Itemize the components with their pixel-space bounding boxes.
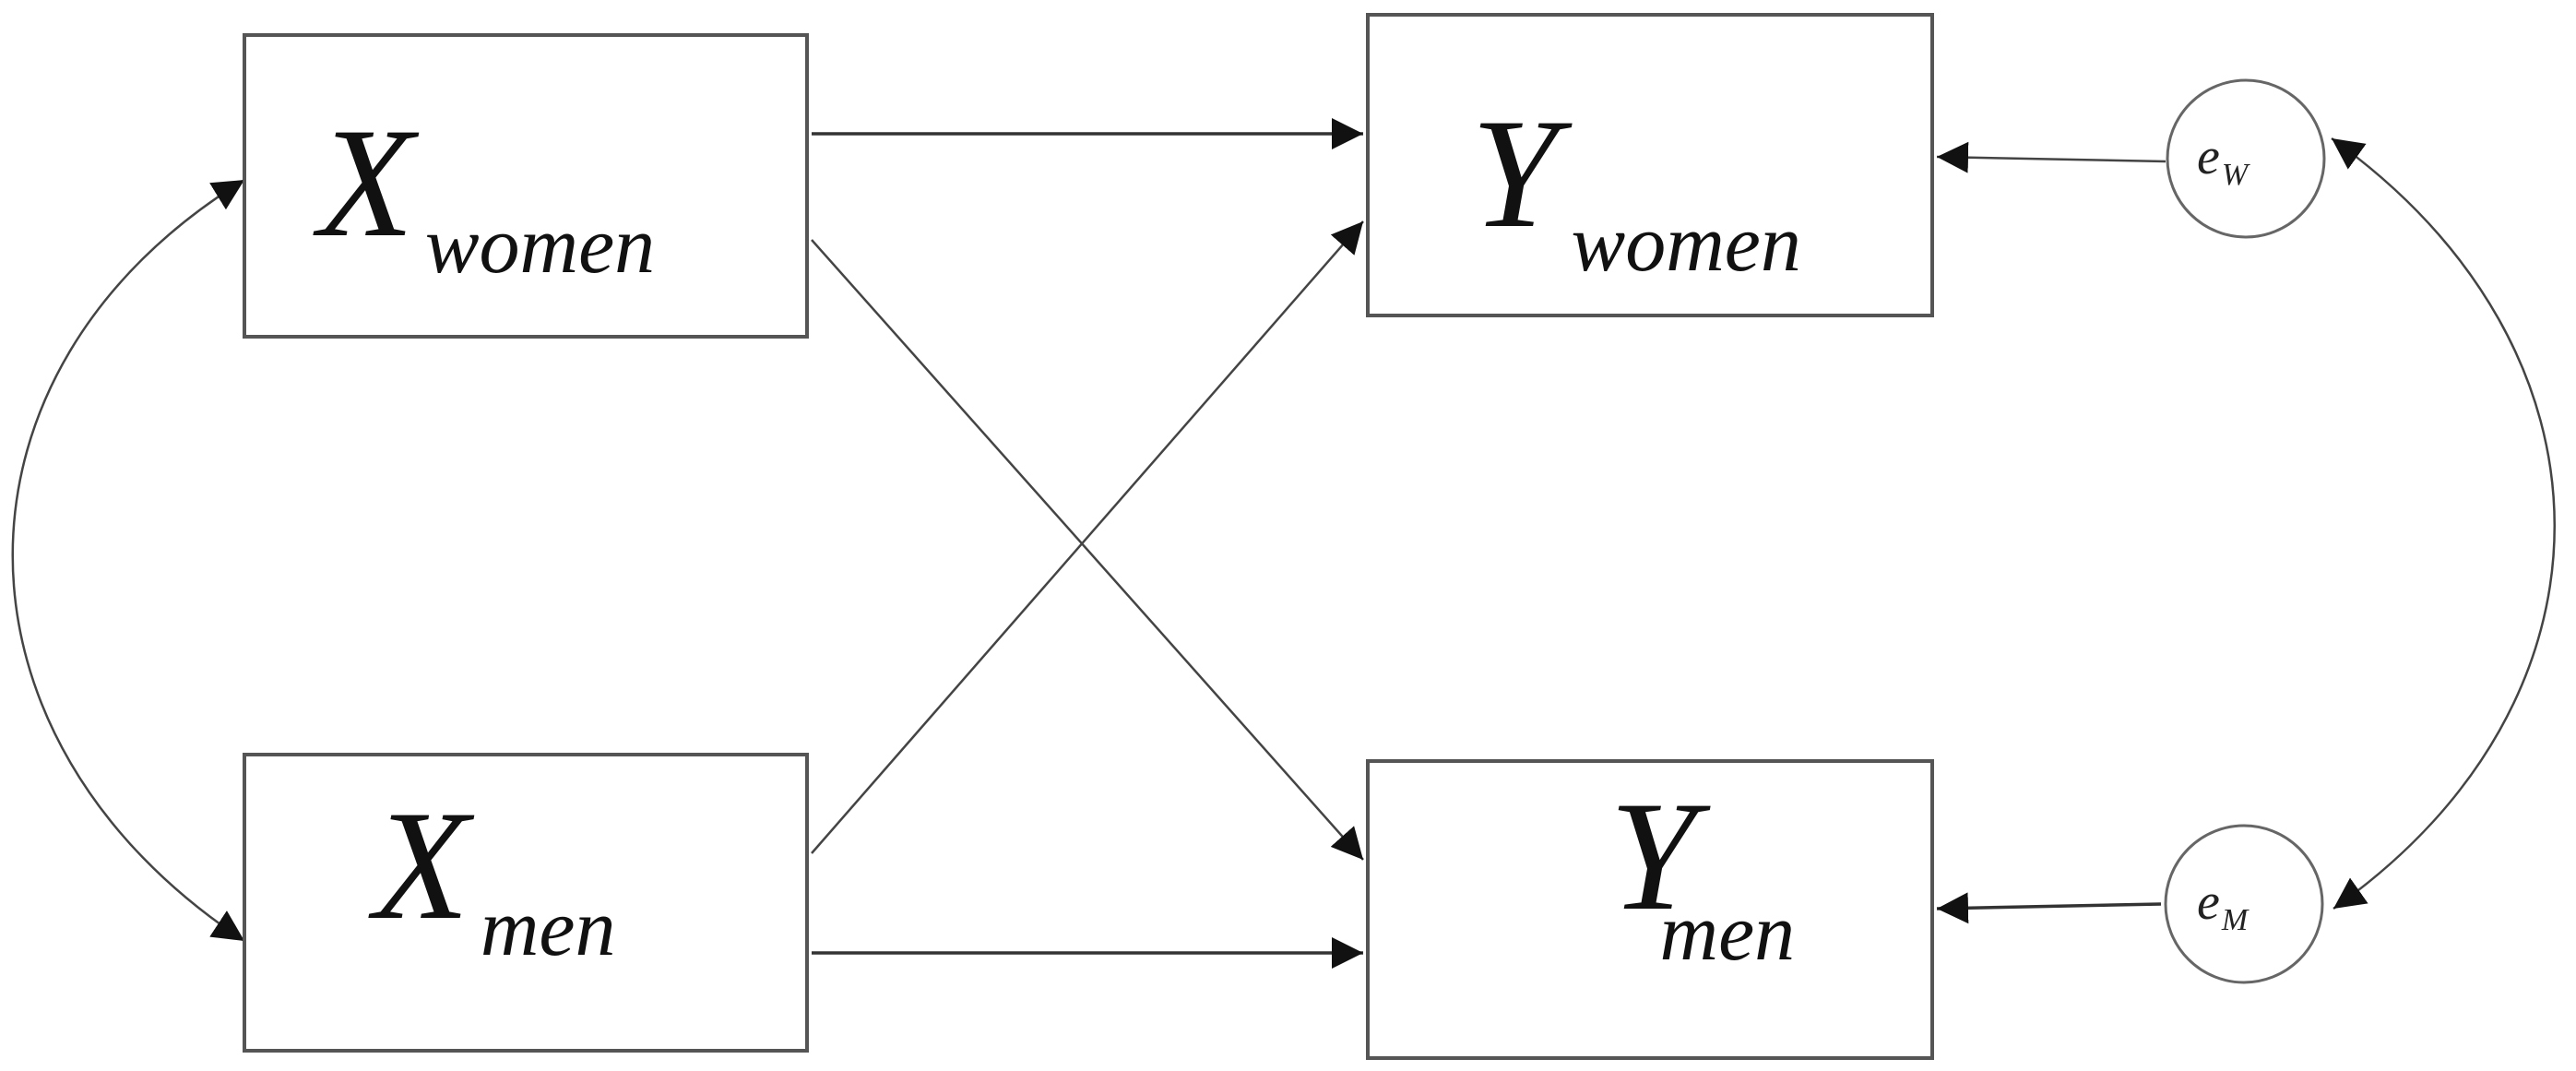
x-men-box — [243, 753, 809, 1053]
e-women-circle — [2166, 78, 2326, 239]
e-men-circle — [2164, 824, 2324, 984]
path-ew-ywomen — [1936, 141, 2166, 173]
y-men-box — [1366, 759, 1934, 1060]
path-xmen-ywomen — [811, 220, 1364, 854]
e-men-label: eM — [2197, 874, 2250, 937]
x-women-box — [243, 33, 809, 339]
y-women-box — [1366, 13, 1934, 317]
e-women-label: eW — [2197, 128, 2250, 192]
path-xwomen-ymen — [811, 239, 1364, 861]
covariance-x-arrow — [11, 178, 245, 943]
y-men-label: Ymen — [1609, 769, 1795, 978]
path-em-ymen — [1936, 892, 2162, 924]
covariance-e-arrow — [2331, 137, 2556, 910]
